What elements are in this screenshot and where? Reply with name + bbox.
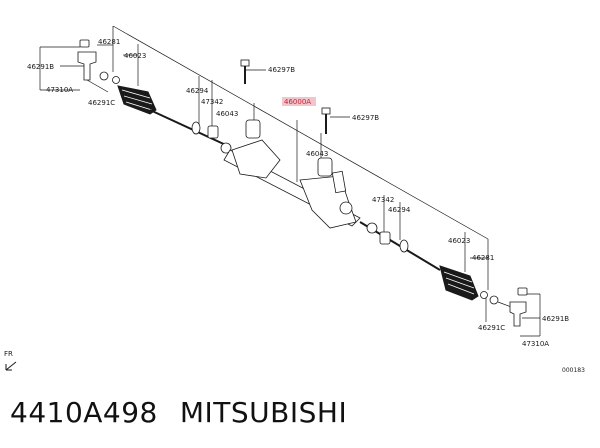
front-direction-indicator: FR (4, 350, 17, 371)
label-46023-left: 46023 (124, 52, 146, 60)
part-number: 4410A498 (10, 395, 158, 429)
left-inner-tie-rod (149, 109, 232, 154)
highlight-box (282, 97, 316, 106)
label-47310a-left: 47310A (46, 86, 73, 94)
label-46023-right: 46023 (448, 237, 470, 245)
caption: 4410A498 MITSUBISHI (10, 392, 347, 432)
left-tie-rod-end (77, 39, 120, 93)
rack-housing (223, 139, 361, 229)
label-47342-right: 47342 (372, 196, 394, 204)
label-46297b-lower: 46297B (352, 114, 379, 122)
part-labels: 46281 46023 46291B 47310A 46291C 46294 4… (27, 38, 569, 348)
label-46043-left: 46043 (216, 110, 238, 118)
brand-name: MITSUBISHI (179, 395, 348, 429)
label-47342-left: 47342 (201, 98, 223, 106)
leader-lines (39, 25, 541, 337)
fr-label: FR (4, 350, 13, 358)
label-46297b-upper: 46297B (268, 66, 295, 74)
parts-diagram: 46281 46023 46291B 47310A 46291C 46294 4… (4, 25, 585, 374)
label-46291c-right: 46291C (478, 324, 505, 332)
upper-bolts (240, 59, 331, 134)
label-46281-left: 46281 (98, 38, 120, 46)
label-46000a-highlighted[interactable]: 46000A (284, 98, 311, 106)
label-46291b-left: 46291B (27, 63, 54, 71)
right-bellows-boot (439, 265, 479, 301)
fr-arrow-icon (5, 361, 17, 371)
right-inner-tie-rod (359, 221, 441, 271)
label-46294-right: 46294 (388, 206, 411, 214)
diagram-reference-code: 000183 (562, 367, 585, 374)
label-46291c-left: 46291C (88, 99, 115, 107)
label-46043-right: 46043 (306, 150, 328, 158)
right-tie-rod-end (480, 287, 528, 327)
label-46281-right: 46281 (472, 254, 494, 262)
label-46294-left: 46294 (186, 87, 209, 95)
label-46291b-right: 46291B (542, 315, 569, 323)
mounting-bushings (245, 119, 333, 177)
label-47310a-right: 47310A (522, 340, 549, 348)
